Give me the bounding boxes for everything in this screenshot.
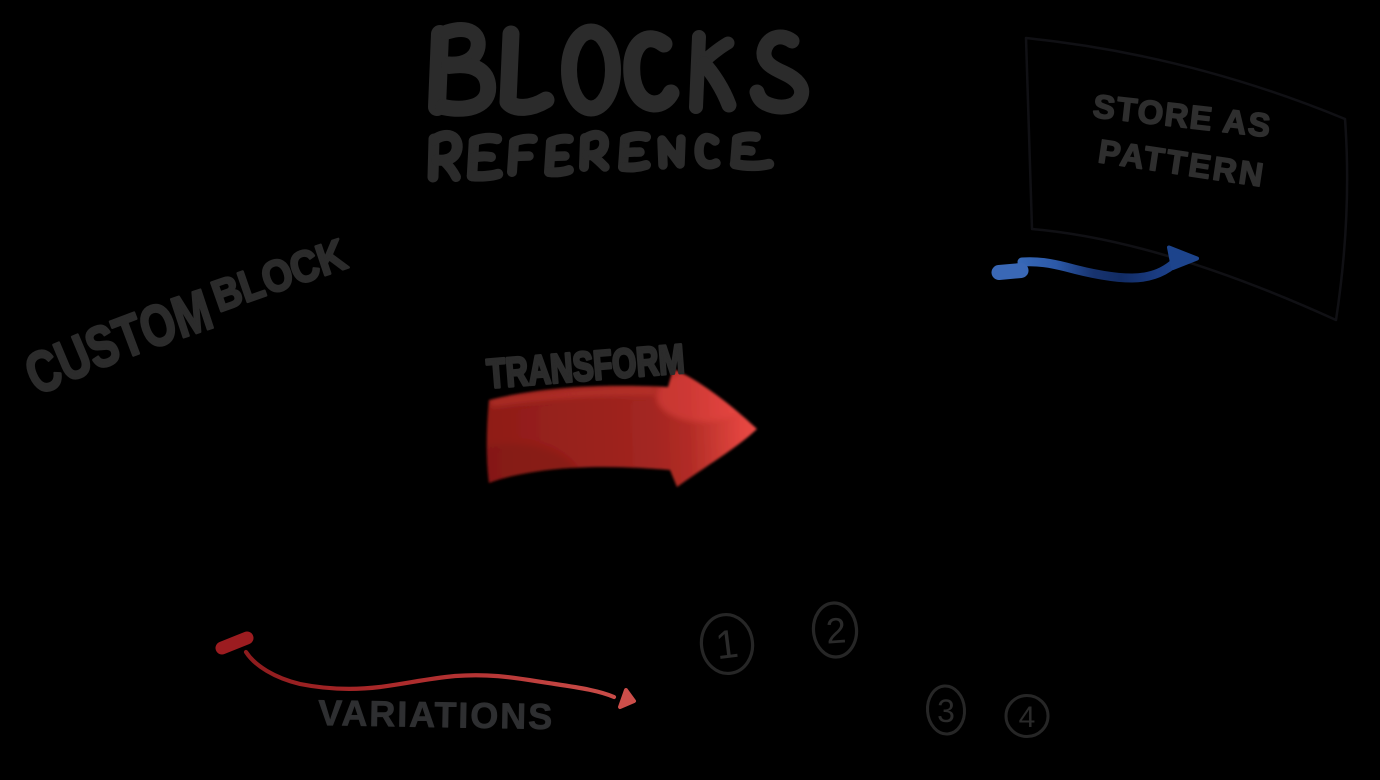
svg-text:3: 3	[937, 693, 955, 729]
svg-text:VARIATIONS: VARIATIONS	[318, 692, 553, 737]
svg-text:4: 4	[1019, 701, 1036, 734]
svg-text:2: 2	[825, 609, 848, 651]
svg-text:1: 1	[713, 622, 740, 668]
